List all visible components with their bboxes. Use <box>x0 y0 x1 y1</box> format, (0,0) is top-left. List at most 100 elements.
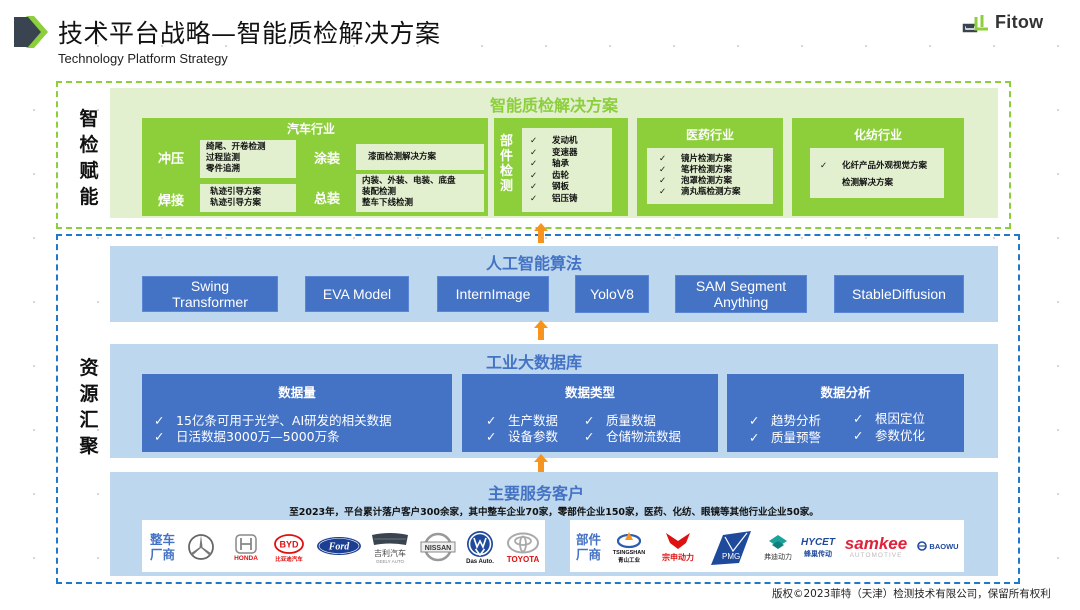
title-char: 部 <box>500 134 514 149</box>
list-item: ✓镜片检测方案 <box>659 154 773 165</box>
item-text: 趋势分析 <box>771 413 822 428</box>
svg-text:BYD: BYD <box>279 539 299 549</box>
assembly-label: 总装 <box>314 192 341 207</box>
list-item: ✓ 设备参数 <box>486 426 558 445</box>
brand-gac-honda-logo: HONDA <box>226 528 266 568</box>
card-title: 数据量 <box>278 385 316 400</box>
assembly-items: 内装、外装、电装、底盘 装配检测 整车下线检测 <box>356 174 484 212</box>
check-icon: ✓ <box>659 176 667 186</box>
baowu-emblem-icon <box>917 541 928 551</box>
big-data-heading: 工业大数据库 <box>486 353 583 372</box>
item-text: 日活数据3000万—5000万条 <box>176 429 340 444</box>
vw-emblem-icon <box>467 530 493 557</box>
check-icon: ✓ <box>749 430 760 445</box>
brand-caption: GEELY AUTO <box>375 558 404 564</box>
svg-text:Ford: Ford <box>328 542 351 553</box>
pharma-industry-title: 医药行业 <box>685 128 734 142</box>
brand-geely-logo: 吉利汽车 GEELY AUTO <box>368 528 412 568</box>
list-item: ✓ 轴承 <box>530 159 612 171</box>
item-text: 仓储物流数据 <box>606 429 682 444</box>
list-item: ✓ 齿轮 <box>530 171 612 183</box>
check-icon: ✓ <box>486 413 497 428</box>
brand-name: 弗迪动力 <box>764 553 792 561</box>
smart-inspection-frame <box>56 81 1011 229</box>
up-arrow-icon <box>534 320 548 340</box>
item-text: 变速器 <box>552 147 578 158</box>
item-text: 设备参数 <box>508 429 559 444</box>
fudi-diamond-icon <box>769 534 787 549</box>
auto-industry-box: 汽车行业 冲压 绮尾、开卷检测 过程监测 零件追溯 焊接 轨迹引导方案 轨迹引导… <box>142 118 488 216</box>
item-text: 参数优化 <box>875 428 926 443</box>
toyota-ellipses-icon <box>507 532 539 554</box>
side-char: 聚 <box>79 435 99 457</box>
geely-shield-icon <box>372 532 408 545</box>
brand-caption: HONDA <box>234 555 258 562</box>
up-arrow-icon <box>534 454 548 474</box>
model-sam-segment-anything[interactable]: SAM Segment Anything <box>675 275 807 313</box>
list-item: ✓仓储物流数据 <box>584 426 681 445</box>
parts-inspection-title: 部 件 检 测 <box>500 134 513 194</box>
brand-name: samkee <box>844 534 908 553</box>
brand-caption: TOYOTA <box>506 555 540 564</box>
side-char: 智 <box>79 108 99 130</box>
item-text: 钢板 <box>552 182 570 192</box>
brand-nissan-logo: NISSAN <box>418 530 458 564</box>
mercedes-star-icon <box>188 534 214 560</box>
brand-name: 宗申动力 <box>662 553 694 562</box>
list-item: ✓ 钢板 <box>530 182 612 194</box>
side-label-smart-inspection: 智 检 赋 能 <box>74 106 104 210</box>
check-icon: ✓ <box>530 182 538 192</box>
title-char: 件 <box>500 149 514 164</box>
brand-caption: 蜂巢传动 <box>804 550 832 558</box>
card-title: 数据类型 <box>564 385 615 400</box>
parts-inspection-box: 部 件 检 测 ✓发动机 ✓ 变速器 ✓ 轴承 ✓ 齿轮 ✓ 钢板 ✓铝压铸 <box>494 118 628 216</box>
item-text: 笔杆检测方案 <box>681 165 733 175</box>
welding-items: 轨迹引导方案 轨迹引导方案 <box>200 184 296 212</box>
model-stable-diffusion[interactable]: StableDiffusion <box>834 275 964 313</box>
model-internimage[interactable]: InternImage <box>437 276 549 312</box>
item-text: 15亿条可用于光学、AI研发的相关数据 <box>176 413 392 428</box>
byd-oval-icon: BYD <box>274 533 304 554</box>
side-label-resource-aggregation: 资 源 汇 聚 <box>74 355 104 459</box>
item-text: 内装、外装、电装、底盘 <box>362 176 456 186</box>
label-line: 厂商 <box>150 547 176 562</box>
model-yolov8[interactable]: YoloV8 <box>575 275 649 313</box>
nissan-emblem-icon: NISSAN <box>420 532 456 562</box>
brand-name: 吉利汽车 <box>374 548 406 558</box>
list-item: ✓质量数据 <box>584 410 656 429</box>
check-icon: ✓ <box>530 159 538 169</box>
list-item: ✓铝压铸 <box>530 194 612 206</box>
side-char: 检 <box>79 134 99 156</box>
title-chevron-icon <box>14 16 48 48</box>
model-eva[interactable]: EVA Model <box>305 276 409 312</box>
check-icon: ✓ <box>530 136 538 146</box>
item-text: 轨迹引导方案 <box>210 198 262 208</box>
check-icon: ✓ <box>659 154 667 164</box>
check-icon: ✓ <box>486 429 497 444</box>
brand-baowu-logo: BAOWU <box>914 538 962 554</box>
side-char: 能 <box>79 186 99 208</box>
item-text: 齿轮 <box>552 170 570 181</box>
item-text: 泡罩检测方案 <box>681 176 733 186</box>
item-text: 轴承 <box>552 159 570 169</box>
list-item: ✓ 生产数据 <box>486 410 558 429</box>
brand-caption: Das Auto. <box>466 558 494 565</box>
check-icon: ✓ <box>659 165 667 175</box>
painting-label: 涂装 <box>314 152 341 167</box>
painting-items: 漆面检测解决方案 <box>356 144 484 170</box>
check-icon: ✓ <box>530 170 538 181</box>
list-item: ✓化纤产品外观视觉方案 <box>820 158 944 175</box>
brand-ford-logo: Ford <box>316 534 362 558</box>
stamping-items: 绮尾、开卷检测 过程监测 零件追溯 <box>200 140 296 178</box>
model-swing-transformer[interactable]: Swing Transformer <box>142 276 278 312</box>
item-text: 过程监测 <box>206 153 241 163</box>
list-item: ✓发动机 <box>530 136 612 148</box>
check-icon: ✓ <box>853 428 864 443</box>
brand-caption: 青山工业 <box>617 557 640 564</box>
item-text: 生产数据 <box>508 413 559 428</box>
brand-name: BAOWU <box>929 541 959 551</box>
check-icon: ✓ <box>659 187 667 197</box>
pmg-emblem-icon: PMG <box>711 531 751 565</box>
welding-label: 焊接 <box>158 194 185 209</box>
zongshen-wings-icon <box>666 533 690 549</box>
